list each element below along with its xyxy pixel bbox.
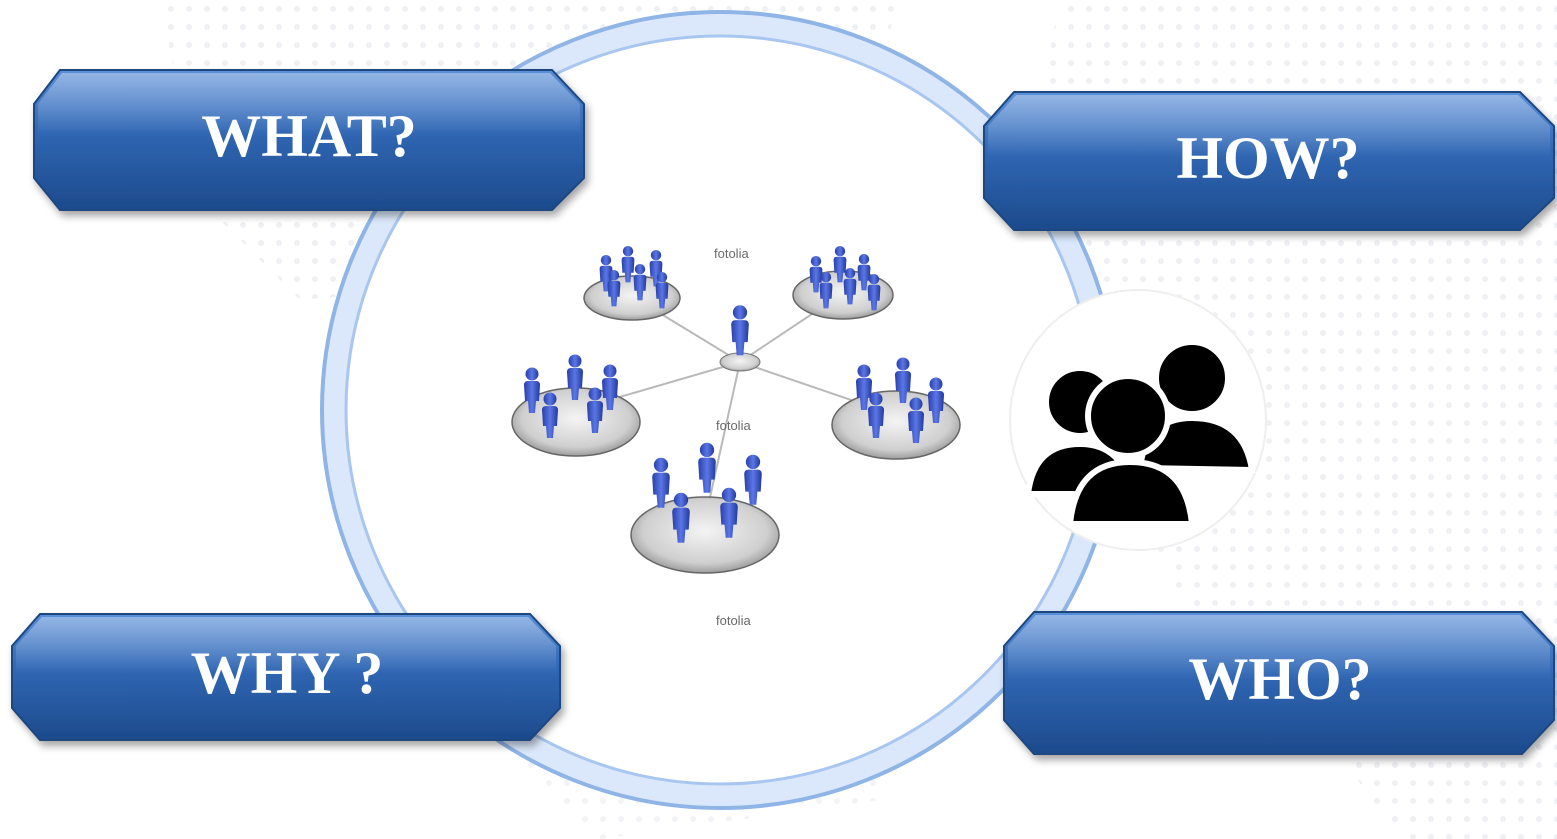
label-who-text: WHO?	[1188, 646, 1371, 712]
label-who: WHO?	[1003, 611, 1555, 755]
watermark-text: fotolia	[716, 418, 751, 433]
label-how: HOW?	[983, 91, 1555, 231]
label-why-text: WHY ?	[191, 640, 384, 706]
label-why: WHY ?	[11, 613, 561, 741]
people-group-bottom	[630, 442, 780, 574]
people-group-top-left	[583, 246, 681, 321]
label-what-text: WHAT?	[201, 103, 417, 169]
people-group-icon-badge	[1009, 289, 1267, 551]
people-group-icon	[1024, 339, 1256, 527]
watermark-text: fotolia	[714, 246, 749, 261]
people-group-right	[831, 357, 961, 460]
network-central-node	[719, 305, 761, 372]
label-how-text: HOW?	[1176, 125, 1359, 191]
people-group-top-right	[792, 246, 894, 320]
people-group-left	[511, 354, 641, 457]
label-what: WHAT?	[33, 69, 585, 211]
network-image: fotolia fotolia fotolia	[470, 225, 970, 645]
watermark-text: fotolia	[716, 613, 751, 628]
